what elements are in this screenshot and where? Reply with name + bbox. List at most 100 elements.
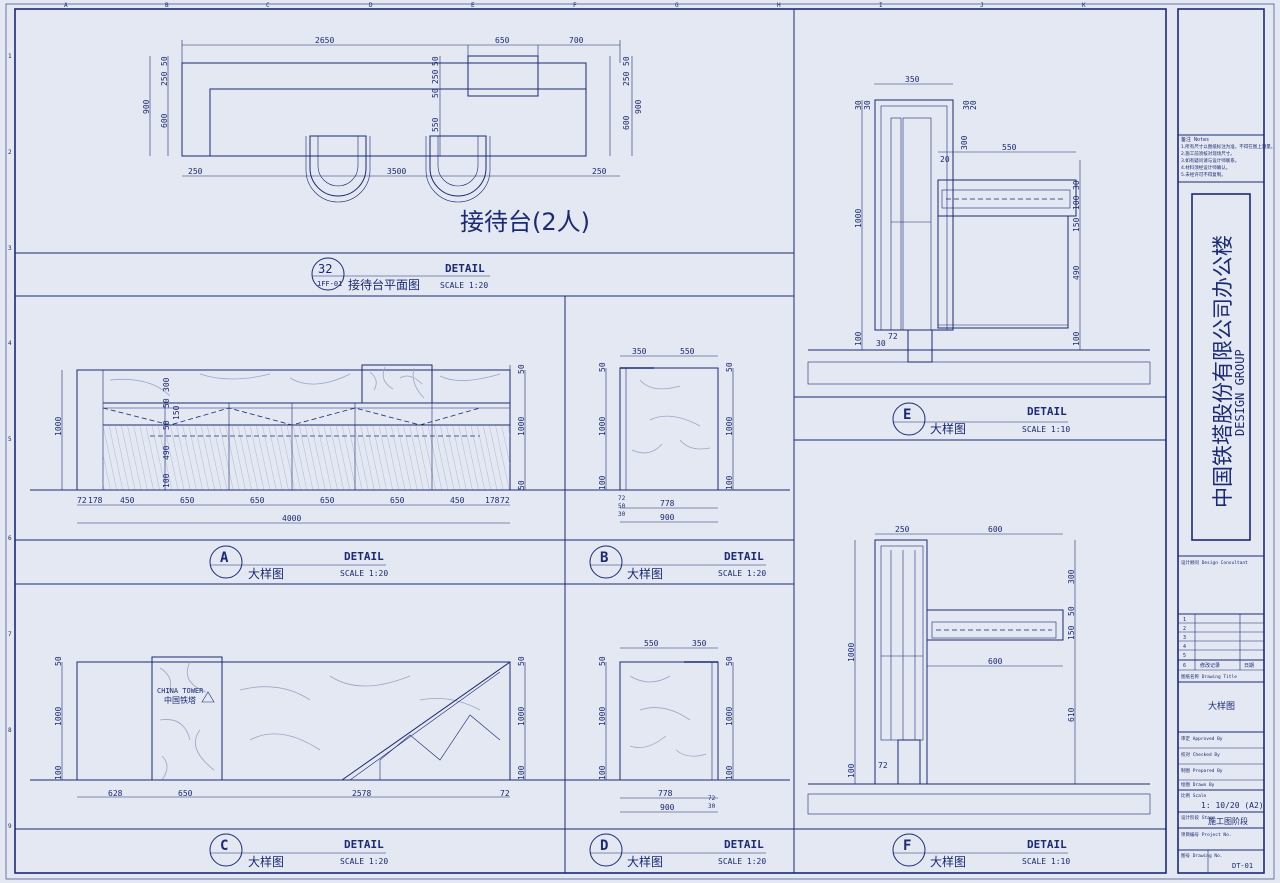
elev-b-detail-letter: B <box>600 550 608 566</box>
elev-a-dim-100: 100 <box>162 473 171 488</box>
sec-e-dim-mid-30: 30 <box>962 100 971 110</box>
company-name-cn: 中国铁塔股份有限公司办公楼 <box>1211 235 1235 508</box>
elev-c-detail-word: DETAIL <box>344 838 384 851</box>
elev-a-dim-50a: 50 <box>162 398 171 408</box>
elev-c-dim-72: 72 <box>500 789 510 798</box>
plan-dim-left-50: 50 <box>160 56 169 66</box>
plan-dim-left-900: 900 <box>142 99 151 114</box>
elev-c-dim-left-1000: 1000 <box>54 707 63 726</box>
plan-dim-650: 650 <box>495 36 510 45</box>
plan-dim-bottom-right: 250 <box>592 167 607 176</box>
elev-c-dim-right-100: 100 <box>517 765 526 780</box>
approved-label: 审定 Approved By <box>1181 735 1223 742</box>
grid-row-labels: 1 2 3 4 5 6 7 8 9 <box>8 53 12 830</box>
scale-value: 1: 10/20 (A2) <box>1201 801 1264 810</box>
title-block-notes: 备注 Notes 1.所有尺寸以图纸标注为准，不得在图上测量。 2.施工前须核对… <box>1181 136 1275 178</box>
sec-e-dim-350: 350 <box>905 75 920 84</box>
prepared-label: 制图 Prepared By <box>1181 767 1223 774</box>
elev-c-logo-cn: 中国铁塔 <box>164 695 196 705</box>
rev-mark-2: 2 <box>1183 626 1186 632</box>
rev-mark-3: 3 <box>1183 635 1186 641</box>
note-3: 3.如有疑问请与设计师联系。 <box>1181 157 1239 164</box>
elevation-a <box>30 364 790 524</box>
sec-f-detail-scale: SCALE 1:10 <box>1022 857 1070 866</box>
plan-dim-right-50: 50 <box>622 56 631 66</box>
title-block <box>1178 134 1264 873</box>
elev-b-dim-30: 30 <box>618 511 626 518</box>
elev-a-detail-word: DETAIL <box>344 550 384 563</box>
sec-e-dim-left-30b: 30 <box>863 100 872 110</box>
elev-c-dim-628: 628 <box>108 789 123 798</box>
drawing-title-label: 图纸名称 Drawing Title <box>1181 673 1237 680</box>
stage-value: 施工图阶段 <box>1208 816 1248 826</box>
elev-a-dim-650b: 650 <box>250 496 265 505</box>
elevation-d <box>570 647 790 813</box>
elev-b-dim-900: 900 <box>660 513 675 522</box>
elev-b-dim-right-1000: 1000 <box>725 417 734 436</box>
rev-header-record: 修改记录 <box>1200 662 1220 669</box>
sec-e-dim-right-490: 490 <box>1072 265 1081 280</box>
elev-b-dim-left-50: 50 <box>598 362 607 372</box>
elev-c-dim-left-50: 50 <box>54 656 63 666</box>
consultant-label: 设计顾问 Design Consultant <box>1181 559 1248 566</box>
elev-d-detail-word: DETAIL <box>724 838 764 851</box>
sheet-border <box>5 3 1275 880</box>
plan-view <box>149 40 633 203</box>
sec-f-detail-name: 大样图 <box>930 854 966 869</box>
grid-row-4: 4 <box>8 340 12 347</box>
grid-col-g: G <box>675 2 679 9</box>
sec-f-detail-word: DETAIL <box>1027 838 1067 851</box>
elev-a-dim-450b: 450 <box>450 496 465 505</box>
sec-e-dim-right-30: 30 <box>1072 180 1081 190</box>
elev-a-dim-490: 490 <box>162 445 171 460</box>
rev-mark-4: 4 <box>1183 644 1186 650</box>
grid-col-e: E <box>471 2 475 9</box>
elev-d-dim-350: 350 <box>692 639 707 648</box>
elev-b-dim-50: 50 <box>618 503 626 510</box>
note-1: 1.所有尺寸以图纸标注为准，不得在图上测量。 <box>1181 143 1275 150</box>
drawing-title-value: 大样图 <box>1208 700 1235 712</box>
elev-d-dim-left-50: 50 <box>598 656 607 666</box>
plan-detail-sheet: 1FF-01 <box>317 280 342 288</box>
elev-b-dim-72: 72 <box>618 495 626 502</box>
sec-f-dim-right-610: 610 <box>1067 707 1076 722</box>
plan-dim-mid-50b: 50 <box>431 88 440 98</box>
elev-d-dim-72: 72 <box>708 795 716 802</box>
elev-c-detail-name: 大样图 <box>248 854 284 869</box>
sec-f-dim-600b: 600 <box>988 657 1003 666</box>
elev-b-dimensions: 350 550 778 900 72 50 30 50 1000 100 50 … <box>598 347 734 522</box>
elev-a-dim-left: 1000 <box>54 417 63 436</box>
section-e <box>807 83 1151 385</box>
grid-col-d: D <box>369 2 373 9</box>
sec-e-dim-550: 550 <box>1002 143 1017 152</box>
scale-label: 比例 Scale <box>1181 792 1207 799</box>
elev-b-dim-350: 350 <box>632 347 647 356</box>
elev-c-dimensions: 628 650 2578 72 50 1000 100 50 1000 100 <box>54 656 526 798</box>
plan-dim-700: 700 <box>569 36 584 45</box>
plan-dim-right-600: 600 <box>622 115 631 130</box>
elev-a-dim-50b: 50 <box>162 420 171 430</box>
elev-d-dim-900: 900 <box>660 803 675 812</box>
elev-d-dim-left-100: 100 <box>598 765 607 780</box>
sec-f-dim-right-50: 50 <box>1067 606 1076 616</box>
rev-mark-6: 6 <box>1183 663 1186 669</box>
elev-c-dim-left-100: 100 <box>54 765 63 780</box>
elev-b-dim-778: 778 <box>660 499 675 508</box>
sec-e-dim-mid-20b: 20 <box>940 155 950 164</box>
revision-table: 1 2 3 4 5 6 修改记录 日期 <box>1183 617 1254 669</box>
note-5: 5.未经许可不得复制。 <box>1181 171 1226 178</box>
china-tower-logo-icon <box>201 691 215 703</box>
elev-a-detail-scale: SCALE 1:20 <box>340 569 388 578</box>
grid-row-9: 9 <box>8 823 12 830</box>
elev-c-logo-en: CHINA TOWER <box>157 687 204 695</box>
sec-e-dim-mid-300: 300 <box>960 135 969 150</box>
elevation-b <box>570 355 790 523</box>
plan-title-cn: 接待台(2人) <box>460 208 590 236</box>
grid-row-8: 8 <box>8 727 12 734</box>
plan-dim-right-900: 900 <box>634 99 643 114</box>
section-f-dimensions: 250 600 600 1000 100 72 300 50 150 610 <box>847 525 1076 778</box>
elev-c-detail-label: C DETAIL 大样图 SCALE 1:20 <box>209 833 388 869</box>
elev-d-dim-778: 778 <box>658 789 673 798</box>
elev-a-dim-total: 4000 <box>282 514 301 523</box>
